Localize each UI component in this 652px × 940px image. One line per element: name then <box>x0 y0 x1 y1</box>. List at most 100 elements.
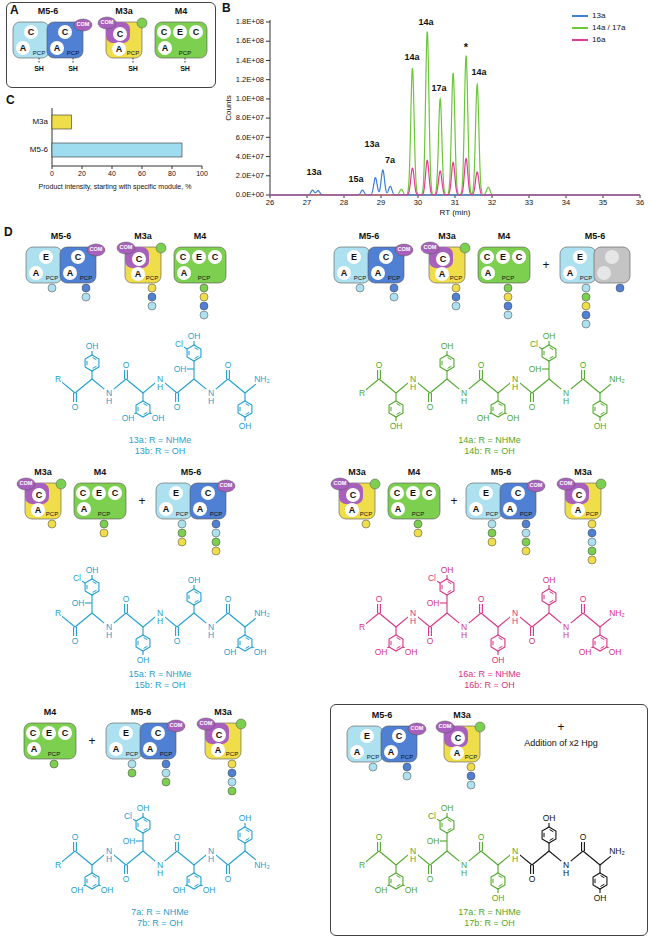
domain-circle <box>24 25 38 39</box>
atom-label: OH <box>389 422 404 431</box>
module: M3aCOMCAPCP <box>196 708 247 760</box>
residue-bead <box>582 302 590 310</box>
bond <box>499 876 503 878</box>
atom-label: N H <box>206 623 217 640</box>
domain-circle <box>572 488 586 502</box>
bond <box>246 412 250 414</box>
residue-bead <box>522 520 530 528</box>
bond <box>391 879 392 883</box>
atom-label: OH <box>440 566 455 575</box>
bond <box>226 604 227 613</box>
axis-tick: 29 <box>377 199 385 207</box>
figure-art <box>73 58 74 64</box>
axis-tick: 27 <box>303 199 311 207</box>
domain-circle <box>469 502 483 516</box>
bond <box>448 358 452 360</box>
bond <box>226 370 227 379</box>
com-text: COM <box>398 247 411 253</box>
com-text: COM <box>334 481 347 487</box>
figure-art <box>266 195 270 196</box>
domain-letter: A <box>147 745 154 754</box>
pcp-text: PCP <box>465 754 477 760</box>
domain-letter: E <box>500 253 506 262</box>
bond <box>195 356 199 358</box>
domain-circle <box>451 731 465 745</box>
domain-letter: A <box>33 269 40 278</box>
bond <box>482 604 483 613</box>
bond <box>548 341 549 345</box>
domain <box>24 723 76 759</box>
domain-letter: C <box>212 253 219 262</box>
domain-letter: C <box>484 253 491 262</box>
domain-letter: E <box>410 489 416 498</box>
module-name: M4 <box>194 232 207 241</box>
bond <box>124 370 125 379</box>
atom-label: OH <box>136 804 151 813</box>
domain-circle <box>143 742 157 756</box>
com-domain <box>197 718 215 730</box>
domain-circle <box>211 743 225 757</box>
atom-label: O <box>173 403 182 412</box>
bond <box>144 828 148 830</box>
domain-circle <box>71 250 85 264</box>
residue-bead <box>228 787 236 795</box>
bond <box>193 361 194 369</box>
panel-letter: C <box>6 94 15 106</box>
module-name: M5-6 <box>359 232 380 241</box>
module-name: M4 <box>44 708 57 717</box>
bond <box>548 843 549 851</box>
bond <box>530 393 531 402</box>
residue-bead <box>414 529 422 537</box>
domain-circle <box>92 486 106 500</box>
bond <box>442 823 443 827</box>
bond <box>532 613 549 627</box>
bond <box>240 407 241 411</box>
atom-label: N H <box>459 389 470 406</box>
domain-letter: E <box>123 729 129 738</box>
bar-label: M3a <box>32 118 48 126</box>
com-text: COM <box>20 481 33 487</box>
bond <box>544 595 545 599</box>
axis-tick: 1.8E+08 <box>236 18 264 26</box>
residue-bead <box>504 302 512 310</box>
domain <box>74 483 126 519</box>
bond <box>195 600 199 602</box>
bond <box>142 813 143 817</box>
com-text: COM <box>530 483 543 489</box>
com-text: COM <box>200 721 213 727</box>
pcp-text: PCP <box>580 275 592 281</box>
domain-circle <box>112 42 126 56</box>
bond <box>600 618 611 627</box>
aromatic-ring <box>593 401 607 417</box>
figure-art <box>172 166 173 169</box>
domain-circle <box>371 266 385 280</box>
compound-label: 13a: R = NHMe <box>129 436 191 445</box>
com-text: COM <box>170 723 183 729</box>
bond <box>601 404 605 406</box>
domain-letter: A <box>354 748 361 757</box>
domain-letter: C <box>180 253 187 262</box>
bond <box>550 600 554 602</box>
residue-bead <box>362 520 370 528</box>
domain-circle <box>63 266 77 280</box>
residue-bead <box>148 293 156 301</box>
bond <box>395 865 396 873</box>
com-text: COM <box>424 245 437 251</box>
docking-domain <box>156 243 166 253</box>
bond <box>175 393 176 402</box>
bond <box>550 838 554 840</box>
atom-label: N H <box>104 847 115 864</box>
docking-domain <box>56 479 66 489</box>
domain <box>466 483 502 519</box>
bond <box>600 856 611 865</box>
domain-circle <box>605 250 619 264</box>
domain-letter: A <box>31 745 38 754</box>
bond <box>584 604 585 613</box>
docking-domain <box>236 719 246 729</box>
residue-bead <box>128 769 136 777</box>
bond <box>481 851 498 865</box>
atom-label: N H <box>459 623 470 640</box>
domain-letter: C <box>30 729 37 738</box>
bond <box>142 627 143 635</box>
bond <box>126 379 143 393</box>
